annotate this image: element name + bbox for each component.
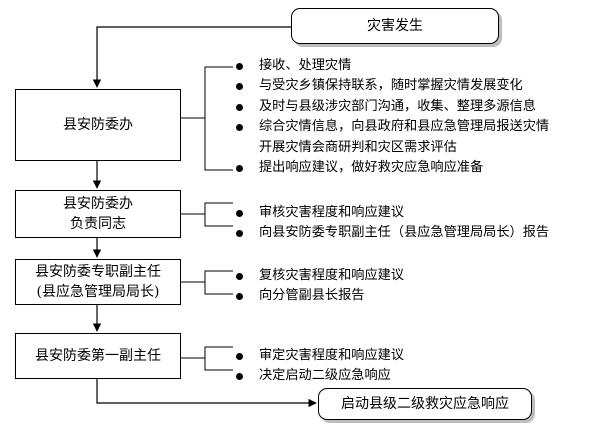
task-item: 开展灾情会商研判和灾区需求评估 (259, 139, 457, 155)
bullet-icon (236, 353, 243, 360)
arrow-step4-to-end (96, 379, 317, 408)
task-item: 审核灾害程度和响应建议 (236, 203, 549, 223)
bullet-icon (236, 210, 243, 217)
bullet-icon (236, 124, 243, 132)
task-item: 提出响应建议，做好救灾应急响应准备 (236, 158, 549, 178)
task-item: 向县安防委专职副主任（县应急管理局局长）报告 (236, 223, 549, 243)
arrow-start-to-step1 (92, 26, 291, 88)
step-1-task-list: 接收、处理灾情 与受灾乡镇保持联系，随时掌握灾情发展变化 及时与县级涉灾部门沟通… (236, 56, 549, 178)
step-2-label-line1: 县安防委办 (63, 196, 133, 212)
step-3-label-line2: (县应急管理局局长) (36, 284, 160, 300)
bullet-icon (236, 83, 243, 91)
end-box: 启动县级二级救灾应急响应 (318, 388, 532, 420)
bullet-icon (236, 293, 243, 301)
bullet-icon (236, 230, 243, 238)
bracket-step1 (204, 66, 233, 171)
step-1-label: 县安防委办 (63, 117, 133, 133)
step-2-task-list: 审核灾害程度和响应建议 向县安防委专职副主任（县应急管理局局长）报告 (236, 203, 549, 244)
step-3-task-list: 复核灾害程度和响应建议 向分管副县长报告 (236, 266, 404, 307)
step-box-1: 县安防委办 (15, 89, 181, 161)
task-item: 向分管副县长报告 (236, 286, 404, 306)
bullet-icon (236, 103, 243, 111)
task-item: 复核灾害程度和响应建议 (236, 266, 404, 286)
task-item: 综合灾情信息，向县政府和县应急管理局报送灾情 (236, 117, 549, 137)
task-item: 审定灾害程度和响应建议 (236, 346, 404, 366)
step-4-task-list: 审定灾害程度和响应建议 决定启动二级应急响应 (236, 346, 404, 387)
bullet-icon (236, 373, 243, 381)
start-box: 灾害发生 (291, 8, 499, 44)
bracket-step2 (204, 202, 233, 227)
task-item: 及时与县级涉灾部门沟通，收集、整理多源信息 (236, 97, 549, 117)
step-box-3: 县安防委专职副主任 (县应急管理局局长) (15, 259, 181, 305)
bracket-step3 (204, 270, 233, 295)
start-label: 灾害发生 (367, 18, 423, 34)
bracket-step4 (204, 346, 233, 371)
end-label: 启动县级二级救灾应急响应 (341, 396, 509, 412)
task-item: 与受灾乡镇保持联系，随时掌握灾情发展变化 (236, 76, 549, 96)
step-box-2: 县安防委办 负责同志 (15, 190, 181, 238)
bullet-icon (236, 164, 243, 172)
task-item: 决定启动二级应急响应 (236, 366, 404, 386)
step-4-label: 县安防委第一副主任 (35, 348, 161, 364)
bullet-icon (236, 63, 243, 70)
step-3-label-line1: 县安防委专职副主任 (35, 264, 161, 280)
step-2-label-line2: 负责同志 (70, 216, 126, 232)
step-box-4: 县安防委第一副主任 (15, 333, 181, 379)
task-item: 接收、处理灾情 (236, 56, 549, 76)
bullet-icon (236, 273, 243, 280)
